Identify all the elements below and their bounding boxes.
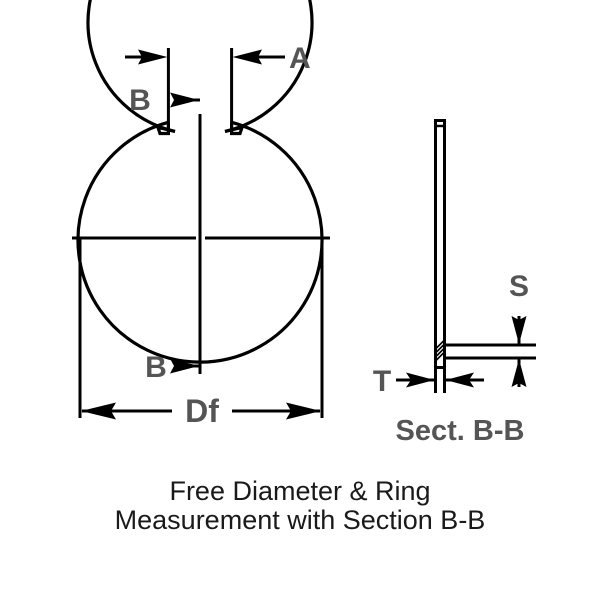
dimension-A-label: A	[289, 42, 311, 75]
dimension-Df-arrowhead-left	[81, 402, 116, 420]
ring-end-right-notch	[224, 122, 245, 136]
ring-front-view	[72, 0, 330, 374]
dimension-Df-arrowhead-right	[286, 402, 321, 420]
dimension-Df-label: Df	[185, 393, 219, 429]
dimension-T: T	[373, 362, 484, 398]
caption-line-2: Measurement with Section B-B	[115, 505, 486, 535]
section-marker-B-bottom: B	[145, 351, 200, 384]
section-B-bottom-label: B	[145, 351, 167, 384]
section-B-top-arrowhead	[170, 92, 199, 108]
dimension-T-label: T	[373, 365, 391, 398]
dimension-S-arrowhead-lower	[511, 359, 527, 387]
dimension-Df: Df	[78, 238, 324, 429]
section-hatching	[435, 340, 445, 361]
dimension-A: A	[230, 42, 311, 128]
dimension-S-label: S	[509, 270, 529, 303]
gap-left-arrowhead	[138, 49, 168, 65]
ring-inner-arc	[86, 0, 314, 133]
section-marker-B-top: B	[125, 48, 200, 128]
ring-end-left-notch	[155, 122, 176, 136]
dimension-T-arrowhead-right	[445, 372, 474, 388]
dimension-A-arrowhead	[232, 49, 262, 65]
dimension-S-arrowhead-upper	[511, 316, 527, 344]
section-view-title: Sect. B-B	[396, 415, 525, 447]
section-B-bottom-arrowhead	[170, 358, 199, 374]
caption-line-1: Free Diameter & Ring	[169, 476, 430, 506]
section-bb-view: S T Sect. B-B	[373, 119, 536, 447]
section-B-top-label: B	[129, 84, 151, 117]
section-bar-outline	[434, 119, 446, 369]
dimension-S: S	[446, 270, 536, 387]
figure-caption: Free Diameter & Ring Measurement with Se…	[115, 476, 486, 535]
dimension-T-arrowhead-left	[406, 372, 435, 388]
